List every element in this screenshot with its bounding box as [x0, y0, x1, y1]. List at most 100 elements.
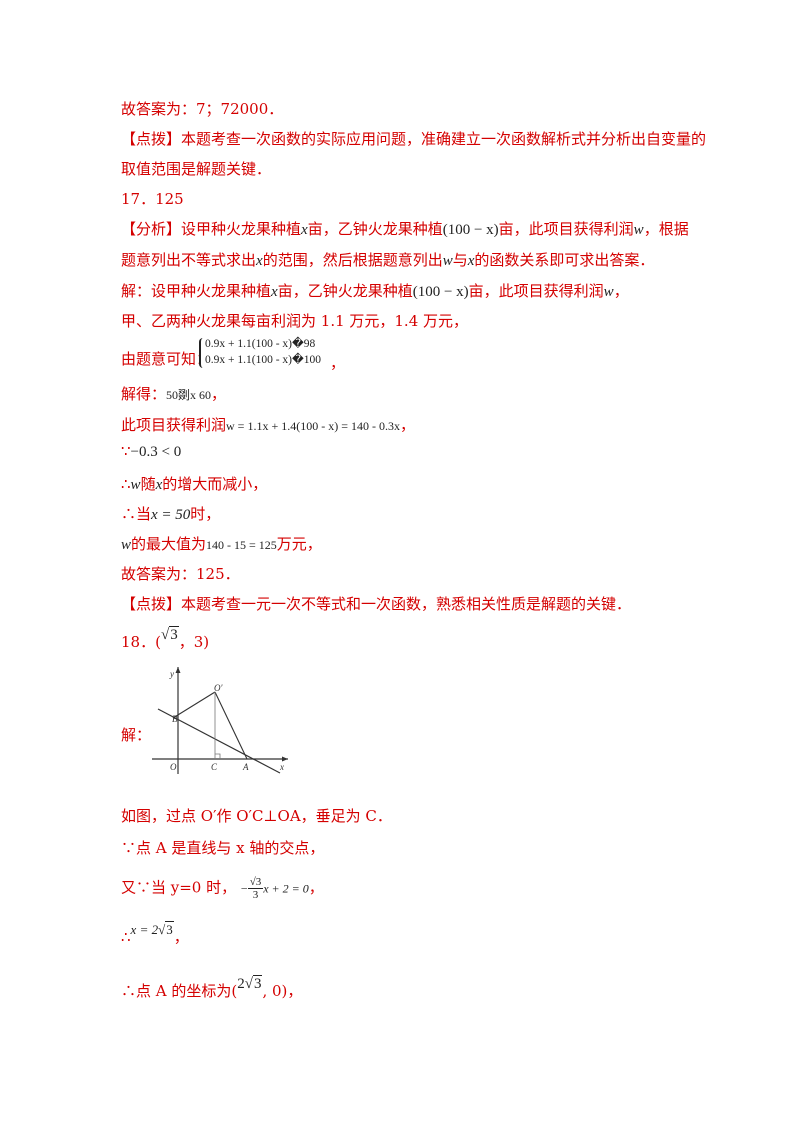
solution-line-4: 解得：50剟x 60， [121, 383, 226, 404]
text: 甲、乙两种火龙果每亩利润为 1.1 万元，1.4 万元， [121, 312, 469, 330]
text: ，根据 [643, 220, 689, 238]
math: 140 - 15 = 125 [206, 538, 277, 552]
sqrt: √3 [160, 626, 179, 643]
solution-18-line-5: ∴点 A 的坐标为(2√3, 0)， [121, 975, 303, 1001]
var-x: x [256, 253, 263, 269]
analysis-line-b: 题意列出不等式求出x的范围，然后根据题意列出w与x的函数关系即可求出答案． [121, 249, 654, 270]
text: 的增大而减小， [162, 475, 268, 493]
radicand: 3 [165, 921, 174, 937]
text: 题意列出不等式求出 [121, 251, 257, 269]
text: 故答案为：125． [121, 565, 240, 583]
radicand: 3 [169, 626, 179, 643]
y-axis-arrow [175, 667, 181, 673]
inequality-1: 0.9x + 1.1(100 - x)�98 [205, 338, 316, 350]
text: 的函数关系即可求出答案． [474, 251, 655, 269]
line-ab [157, 708, 281, 774]
text: 【分析】设甲种火龙果种植 [121, 220, 302, 238]
radicand: 3 [252, 975, 263, 992]
math: 50剟x 60 [166, 388, 212, 402]
text: 亩，此项目获得利润 [498, 220, 634, 238]
text: 此项目获得利润 [121, 416, 227, 434]
label-o-prime: O′ [214, 683, 223, 693]
solution-18-line-4: ∴x = 2√3， [121, 921, 189, 947]
inequality-system: 0.9x + 1.1(100 - x)�98 0.9x + 1.1(100 - … [199, 336, 322, 368]
label-y: y [169, 669, 174, 679]
question-17-answer: 17．125 [121, 188, 184, 209]
text: 解： [121, 726, 152, 744]
text: ， [330, 354, 346, 372]
solution-line-3: 由题意可知： [121, 348, 211, 369]
text: ∵点 A 是直线与 x 轴的交点， [121, 839, 325, 857]
text: 亩，此项目获得利润 [468, 282, 604, 300]
text: 如图，过点 O′作 O′C⊥OA，垂足为 C． [121, 807, 392, 825]
expr: (100 − x) [442, 222, 499, 238]
analysis-line-a: 【分析】设甲种火龙果种植x亩，乙钟火龙果种植(100 − x)亩，此项目获得利润… [121, 218, 689, 239]
text: ， [173, 928, 189, 946]
solution-line-9: w的最大值为140 - 15 = 125万元， [121, 533, 322, 554]
text: 17．125 [121, 190, 184, 208]
solution-line-8: ∴当x = 50时， [121, 503, 220, 524]
text: 由题意可知： [121, 350, 212, 368]
solution-line-1: 解：设甲种火龙果种植x亩，乙钟火龙果种植(100 − x)亩，此项目获得利润w， [121, 280, 629, 301]
text: 的范围，然后根据题意列出 [262, 251, 443, 269]
solution-18-line-2: ∵点 A 是直线与 x 轴的交点， [121, 837, 324, 858]
brace [199, 338, 205, 368]
answer-line-16: 故答案为：7；72000． [121, 98, 283, 119]
text: ∴点 A 的坐标为( [121, 982, 238, 1000]
text: , 0)， [262, 982, 303, 1000]
var-x: x [155, 477, 163, 493]
var-w: w [633, 222, 644, 238]
geometry-figure: y O′ B O C A x [152, 667, 288, 774]
text: 时， [190, 505, 221, 523]
text: 故答案为：7；72000． [121, 100, 284, 118]
text: ， [308, 878, 324, 897]
text: 的最大值为 [131, 535, 207, 553]
math: −0.3 < 0 [130, 444, 182, 460]
text: ∴ [121, 928, 131, 946]
x-axis-arrow [282, 756, 288, 762]
text: ∴ [121, 475, 131, 493]
var-x: x [467, 253, 475, 269]
math: w = 1.1x + 1.4(100 - x) = 140 - 0.3x [226, 419, 400, 433]
text: 随 [140, 475, 156, 493]
var-w: w [130, 477, 141, 493]
minus: − [240, 881, 248, 896]
segment-oa [214, 691, 248, 760]
expr: (100 − x) [412, 284, 469, 300]
solution-18-label: 解： [121, 724, 151, 745]
sqrt: √3 [244, 975, 263, 992]
label-a: A [242, 762, 249, 772]
text: ∵ [121, 442, 131, 460]
tip-line-16a: 【点拨】本题考查一次函数的实际应用问题，准确建立一次函数解析式并分析出自变量的 [121, 128, 706, 149]
solution-18-line-1: 如图，过点 O′作 O′C⊥OA，垂足为 C． [121, 805, 392, 826]
inequality-2: 0.9x + 1.1(100 - x)�100 [205, 354, 322, 366]
right-angle-mark [215, 753, 221, 759]
text: 亩，乙钟火龙果种植 [307, 220, 443, 238]
question-18-answer: 18．(√3，3) [121, 626, 209, 652]
text: 解得： [121, 385, 167, 403]
text: ， [613, 282, 629, 300]
var-x: x [301, 222, 308, 238]
math: x = 2 [130, 922, 159, 937]
var-w: w [603, 284, 614, 300]
segment-bo [172, 691, 216, 719]
text: 取值范围是解题关键． [121, 160, 272, 178]
tip-line-16b: 取值范围是解题关键． [121, 158, 271, 179]
text: 【点拨】本题考查一次函数的实际应用问题，准确建立一次函数解析式并分析出自变量的 [121, 130, 707, 148]
sqrt: √3 [158, 921, 174, 937]
denominator: 3 [252, 889, 259, 901]
var-x: x [271, 284, 278, 300]
label-x: x [279, 762, 284, 772]
numerator: √3 [247, 876, 264, 889]
text: 万元， [276, 535, 322, 553]
math: x + 2 = 0 [263, 881, 309, 896]
text: ， [399, 416, 415, 434]
solution-line-5: 此项目获得利润w = 1.1x + 1.4(100 - x) = 140 - 0… [121, 414, 415, 435]
coefficient: 2 [237, 976, 245, 992]
tip-line-17: 【点拨】本题考查一元一次不等式和一次函数，熟悉相关性质是解题的关键． [121, 593, 631, 614]
var-w: w [121, 537, 132, 553]
solution-line-2: 甲、乙两种火龙果每亩利润为 1.1 万元，1.4 万元， [121, 310, 468, 331]
text: 亩，乙钟火龙果种植 [277, 282, 413, 300]
